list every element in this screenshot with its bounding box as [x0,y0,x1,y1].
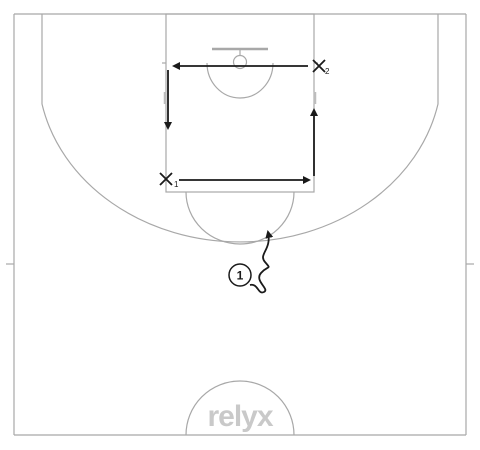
rim [232,54,248,70]
movement-lines [164,62,318,294]
offensive-player-1-label: 1 [237,269,244,283]
defender-x2-label: 2 [325,67,330,76]
free-throw-circle-bottom [185,191,295,245]
three-point-line [41,14,439,243]
defender-x2: 2 [312,59,330,76]
defender-x1: 1 [159,172,179,189]
restricted-arc [206,62,274,99]
court-lines [6,13,474,436]
center-circle [185,380,295,436]
defender-x1-mark [159,172,173,186]
dribble-path [249,230,274,294]
offensive-player-1: 1 [228,263,252,287]
offensive-player-1-circle [228,263,252,287]
watermark-logo: relyx [207,400,273,433]
paint [165,13,315,193]
defender-x1-label: 1 [174,180,179,189]
defender-x2-mark [312,59,326,73]
